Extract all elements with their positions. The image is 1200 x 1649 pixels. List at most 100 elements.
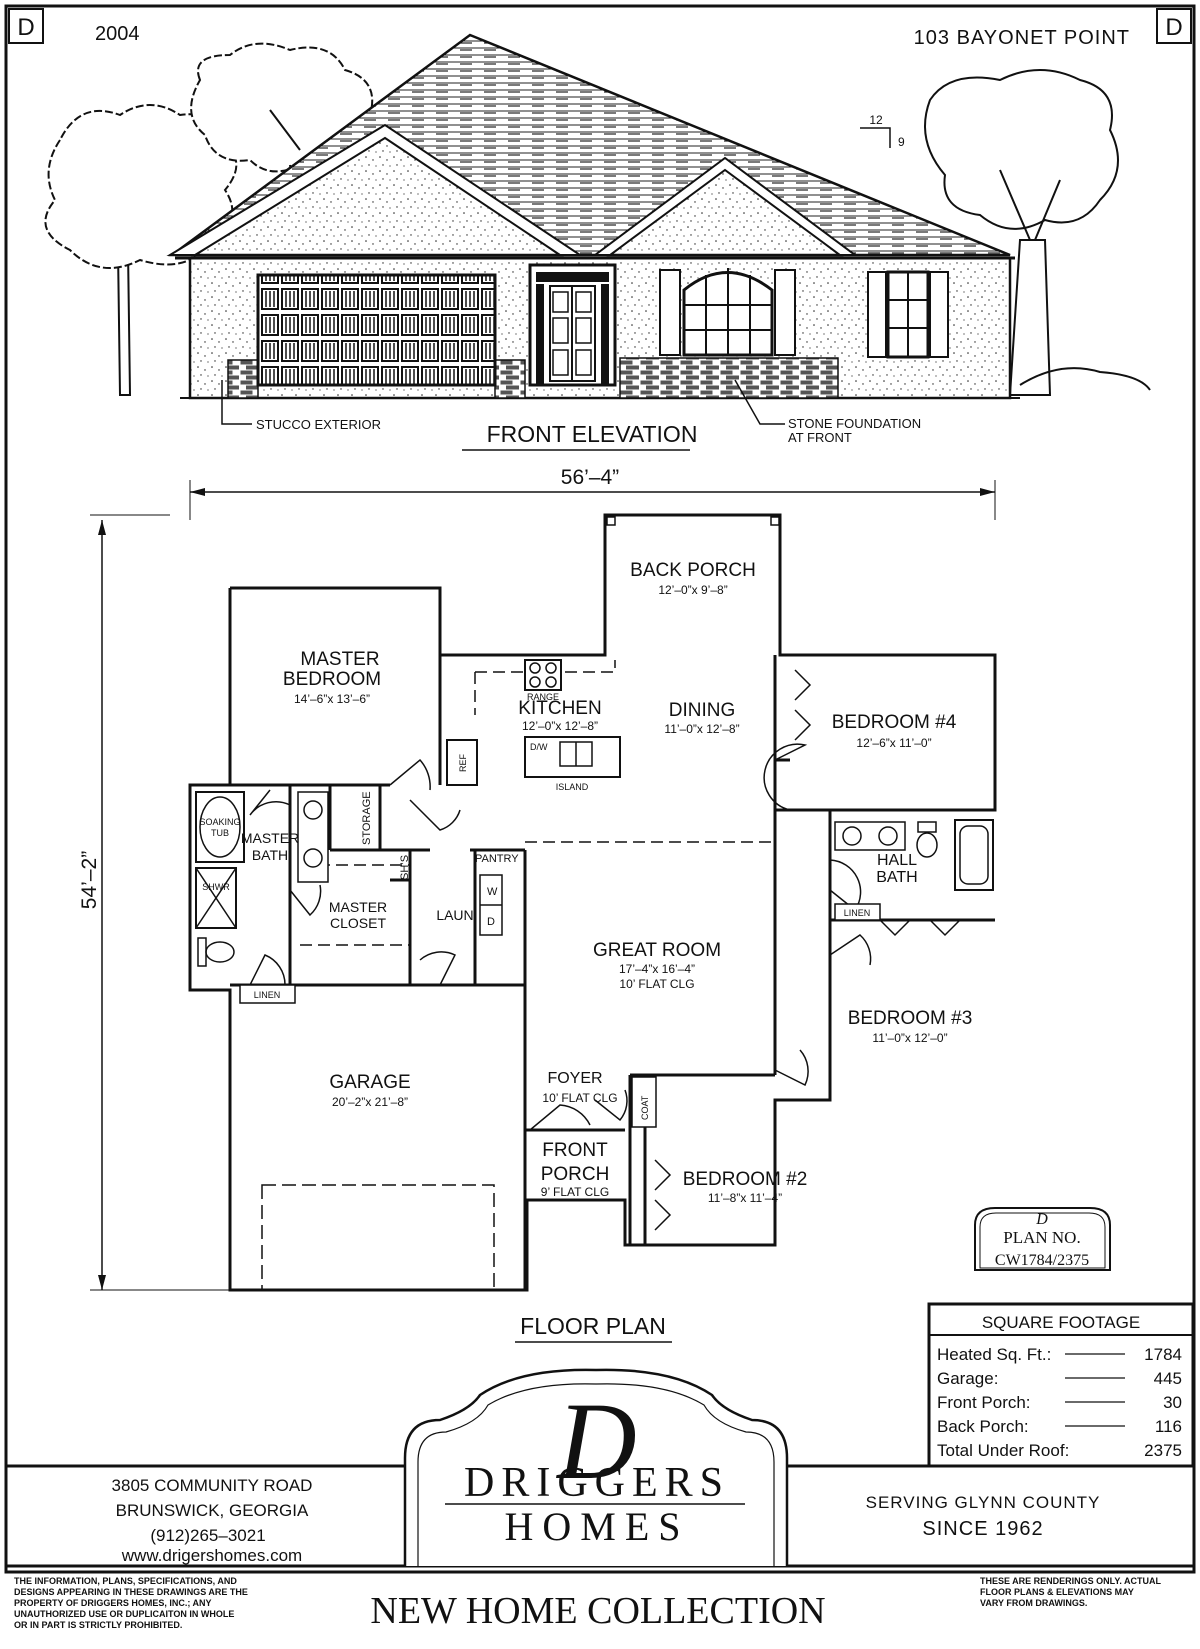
- callout-stone-1: STONE FOUNDATION: [788, 416, 921, 431]
- room-bedroom-4: BEDROOM #4 12’–6”x 11’–0”: [832, 712, 957, 750]
- disclaimer-line: OR IN PART IS STRICTLY PROHIBITED.: [14, 1620, 182, 1630]
- room-laundry: LAUN: [436, 907, 473, 923]
- sqft-value: 30: [1163, 1393, 1182, 1412]
- disclaimer-line: THESE ARE RENDERINGS ONLY. ACTUAL: [980, 1576, 1162, 1586]
- svg-text:11’–0”x 12’–0”: 11’–0”x 12’–0”: [872, 1031, 947, 1045]
- side-window: [867, 270, 949, 359]
- sqft-value: 2375: [1144, 1441, 1182, 1460]
- svg-text:54’–2”: 54’–2”: [78, 851, 101, 909]
- sqft-label: Heated Sq. Ft.:: [937, 1345, 1051, 1364]
- sqft-label: Front Porch:: [937, 1393, 1031, 1412]
- svg-text:MASTER: MASTER: [241, 830, 299, 846]
- svg-text:SH’S: SH’S: [399, 855, 411, 880]
- svg-text:14’–6”x 13’–6”: 14’–6”x 13’–6”: [294, 692, 370, 706]
- kitchen-island: D/W ISLAND: [524, 736, 621, 792]
- corner-mark-left: D: [8, 8, 44, 44]
- corner-mark-right: D: [1156, 8, 1192, 44]
- svg-text:(912)265–3021: (912)265–3021: [150, 1526, 265, 1545]
- logo-monogram: D: [555, 1380, 636, 1502]
- svg-text:LINEN: LINEN: [844, 908, 871, 918]
- svg-text:BEDROOM #2: BEDROOM #2: [683, 1169, 808, 1190]
- sqft-row: Front Porch: 30: [937, 1393, 1182, 1412]
- svg-text:FOYER: FOYER: [547, 1070, 602, 1087]
- room-bedroom-2: BEDROOM #2 11’–8”x 11’–4”: [683, 1169, 808, 1205]
- svg-text:D: D: [1035, 1211, 1048, 1228]
- svg-text:12’–6”x 11’–0”: 12’–6”x 11’–0”: [856, 736, 931, 750]
- soaking-tub: SOAKING TUB: [195, 791, 245, 863]
- plan-number-badge: D PLAN NO. CW1784/2375: [974, 1207, 1111, 1271]
- svg-text:10’ FLAT CLG: 10’ FLAT CLG: [542, 1091, 617, 1105]
- company-address: 3805 COMMUNITY ROAD BRUNSWICK, GEORGIA (…: [112, 1476, 313, 1565]
- garage-door: [256, 273, 497, 387]
- svg-text:RANGE: RANGE: [527, 692, 559, 702]
- disclaimer-line: PROPERTY OF DRIGGERS HOMES, INC.; ANY: [14, 1598, 212, 1608]
- master-toilet: [197, 937, 235, 967]
- svg-text:D: D: [1165, 14, 1182, 41]
- svg-text:12’–0”x 9’–8”: 12’–0”x 9’–8”: [658, 583, 727, 597]
- room-back-porch: BACK PORCH 12’–0”x 9’–8”: [630, 560, 756, 597]
- svg-text:11’–0”x 12’–8”: 11’–0”x 12’–8”: [664, 722, 739, 736]
- floor-plan-title: FLOOR PLAN: [520, 1313, 666, 1339]
- svg-text:BACK PORCH: BACK PORCH: [630, 560, 756, 581]
- refrigerator: REF: [446, 739, 478, 786]
- disclaimer-line: THE INFORMATION, PLANS, SPECIFICATIONS, …: [14, 1576, 237, 1586]
- room-bedroom-3: BEDROOM #3 11’–0”x 12’–0”: [848, 1008, 973, 1045]
- hall-bath-fixtures: [834, 819, 994, 891]
- room-master-bath: MASTER BATH: [241, 830, 299, 863]
- elevation-title: FRONT ELEVATION: [487, 421, 698, 447]
- svg-text:LAUN: LAUN: [436, 907, 473, 923]
- room-foyer: FOYER 10’ FLAT CLG: [542, 1070, 617, 1105]
- sqft-value: 116: [1155, 1417, 1182, 1436]
- svg-text:D: D: [487, 916, 495, 928]
- shower: SHWR: [195, 867, 237, 929]
- depth-dimension: 54’–2”: [78, 514, 230, 1291]
- logo-homes: HOMES: [504, 1504, 689, 1549]
- svg-text:PLAN NO.: PLAN NO.: [1003, 1228, 1080, 1247]
- room-hall-bath: HALL BATH: [876, 852, 917, 886]
- garage-door-plan: [261, 1184, 495, 1291]
- disclaimer-line: DESIGNS APPEARING IN THESE DRAWINGS ARE …: [14, 1587, 248, 1597]
- callout-stucco: STUCCO EXTERIOR: [256, 417, 381, 432]
- pantry: PANTRY: [475, 853, 519, 865]
- svg-text:STORAGE: STORAGE: [361, 791, 373, 845]
- svg-text:TUB: TUB: [211, 828, 229, 838]
- sqft-label: Total Under Roof:: [937, 1441, 1069, 1460]
- tree-right: [924, 69, 1151, 396]
- svg-text:COAT: COAT: [640, 1095, 650, 1120]
- master-linen: LINEN: [239, 984, 296, 1004]
- sqft-label: Garage:: [937, 1369, 998, 1388]
- serving-note: SERVING GLYNN COUNTY SINCE 1962: [866, 1493, 1101, 1540]
- sqft-row: Back Porch: 116: [937, 1417, 1182, 1436]
- square-footage-table: SQUARE FOOTAGE Heated Sq. Ft.:1784Garage…: [927, 1302, 1195, 1468]
- plan-year: 2004: [95, 23, 140, 45]
- svg-text:MASTER: MASTER: [300, 649, 379, 670]
- svg-text:20’–2”x 21’–8”: 20’–2”x 21’–8”: [332, 1095, 408, 1109]
- svg-text:PORCH: PORCH: [541, 1164, 610, 1185]
- svg-text:LINEN: LINEN: [254, 990, 281, 1000]
- driggers-logo: D DRIGGERS HOMES: [403, 1368, 789, 1566]
- disclaimer-line: FLOOR PLANS & ELEVATIONS MAY: [980, 1587, 1134, 1597]
- svg-text:REF: REF: [458, 753, 468, 772]
- sqft-label: Back Porch:: [937, 1417, 1029, 1436]
- svg-text:SINCE 1962: SINCE 1962: [922, 1518, 1043, 1540]
- svg-text:11’–8”x 11’–4”: 11’–8”x 11’–4”: [708, 1191, 782, 1205]
- coat-closet: COAT: [631, 1076, 657, 1128]
- room-kitchen: KITCHEN 12’–0”x 12’–8”: [518, 698, 601, 733]
- svg-text:GARAGE: GARAGE: [329, 1072, 410, 1093]
- svg-text:12’–0”x 12’–8”: 12’–0”x 12’–8”: [522, 719, 598, 733]
- svg-text:KITCHEN: KITCHEN: [518, 698, 601, 719]
- svg-text:CLOSET: CLOSET: [330, 915, 386, 931]
- width-dimension: 56’–4”: [189, 466, 996, 520]
- svg-text:9: 9: [898, 135, 905, 149]
- master-sinks: [297, 791, 329, 883]
- svg-text:W: W: [487, 886, 498, 898]
- storage-closet: STORAGE: [361, 791, 373, 845]
- arched-window: [659, 268, 796, 357]
- svg-text:SHWR: SHWR: [202, 882, 230, 892]
- svg-text:SERVING GLYNN COUNTY: SERVING GLYNN COUNTY: [866, 1493, 1101, 1512]
- svg-text:DINING: DINING: [669, 700, 736, 721]
- svg-text:PANTRY: PANTRY: [475, 853, 519, 865]
- sqft-value: 445: [1154, 1369, 1182, 1388]
